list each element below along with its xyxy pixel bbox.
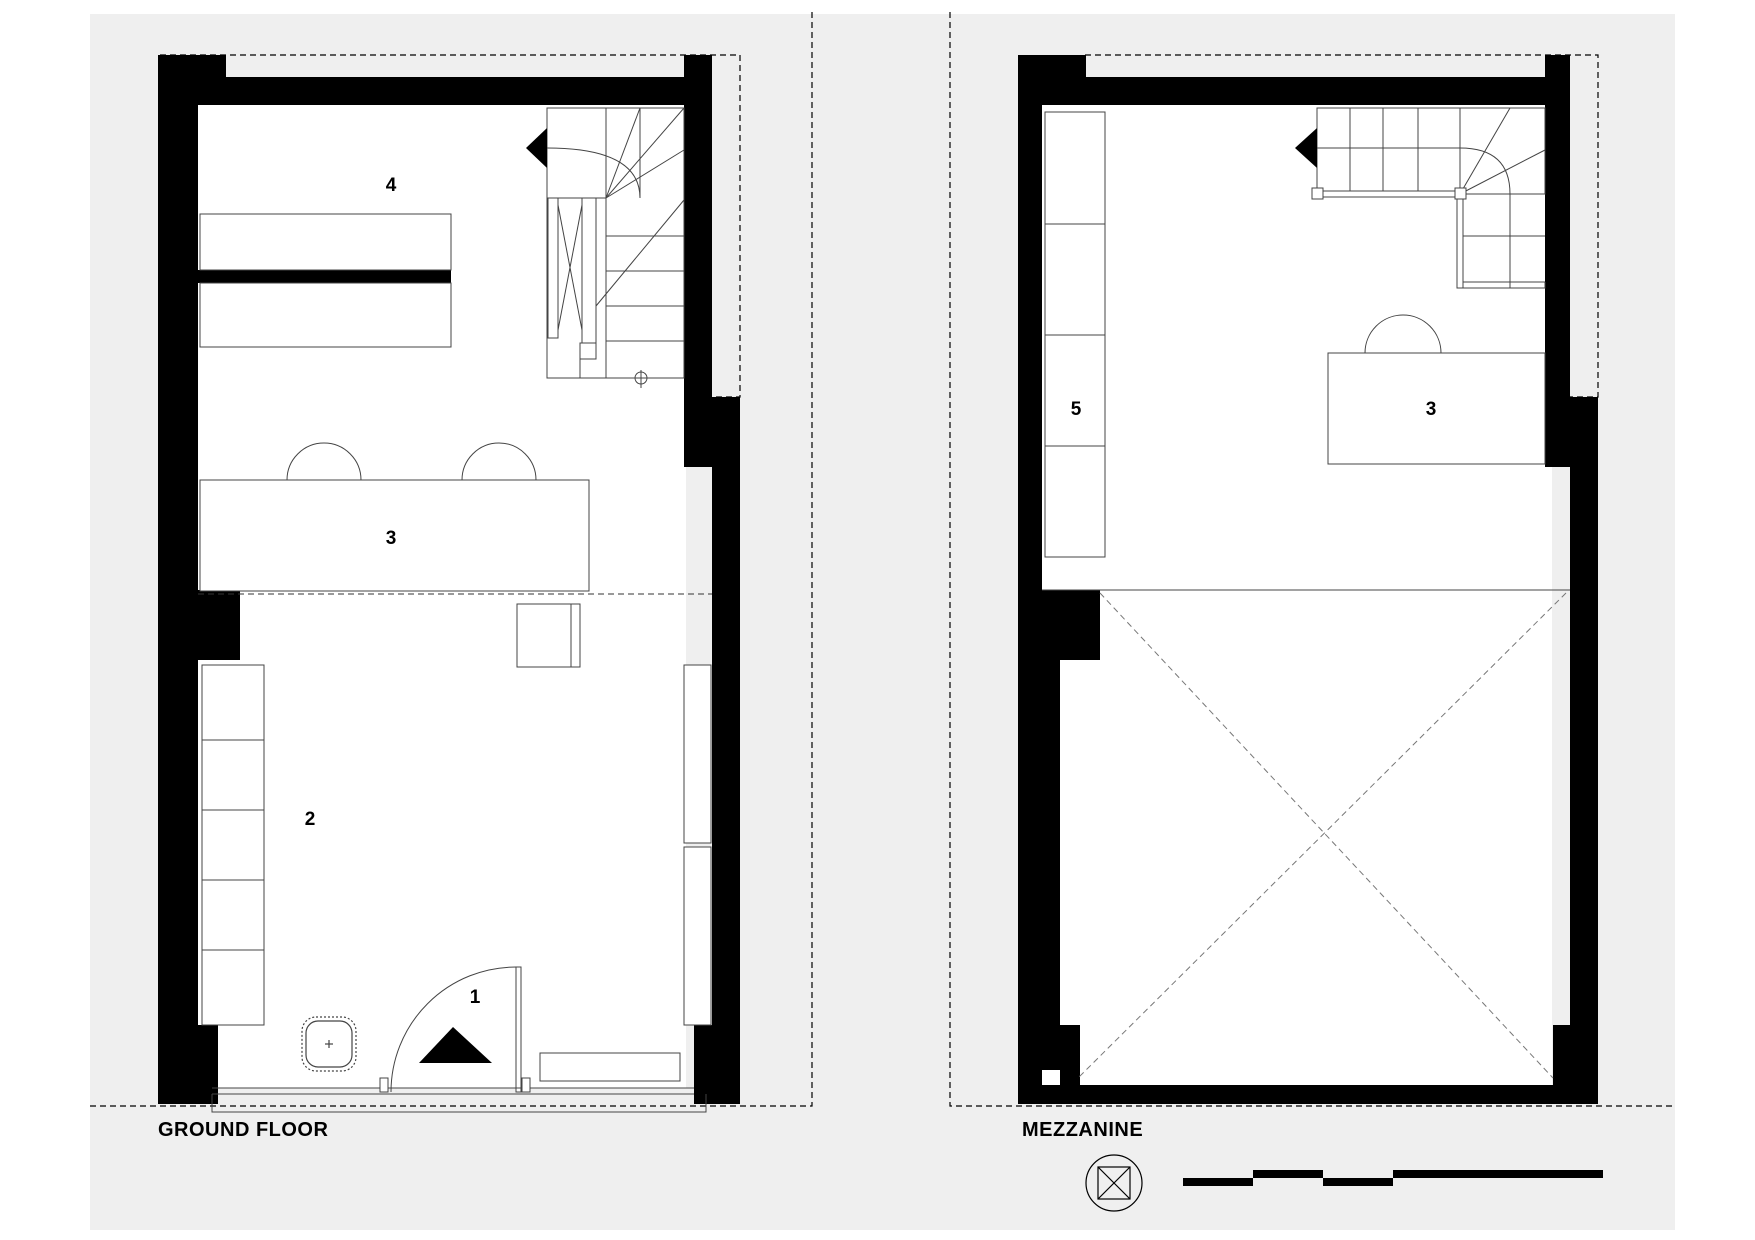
plant-icon: [301, 1016, 357, 1072]
ground-floor-title: GROUND FLOOR: [158, 1119, 328, 1141]
ground-staircase: [546, 107, 685, 388]
mezzanine-title: MEZZANINE: [1022, 1119, 1143, 1141]
ground-floor-plan: 4 3 2 1 GROUND FLOOR: [88, 12, 813, 1141]
ground-floor-walls: [158, 55, 740, 1104]
scale-bar: [1183, 1170, 1603, 1186]
room-number-2: 2: [305, 809, 316, 830]
ground-entry-door: [211, 966, 707, 1113]
mezzanine-plan: 5 3 MEZZANINE: [949, 12, 1675, 1141]
mezzanine-staircase: [1311, 107, 1546, 289]
ground-right-shelves: [683, 664, 712, 1026]
room-number-3: 3: [386, 528, 397, 549]
mezzanine-desk-3: [1327, 314, 1546, 465]
mezzanine-void: [1077, 592, 1567, 1079]
ground-cabinet: [516, 603, 581, 668]
mezzanine-shelving-5: [1044, 111, 1106, 558]
circle-with-cross-icon: [1085, 1154, 1143, 1212]
room-number-5: 5: [1071, 399, 1082, 420]
ground-left-bench: [201, 664, 265, 1026]
ground-counter-3: [199, 442, 590, 592]
mezzanine-walls: [1018, 55, 1598, 1104]
room-number-3-mezzanine: 3: [1426, 399, 1437, 420]
room-number-4: 4: [386, 175, 397, 196]
room-number-1: 1: [470, 987, 481, 1008]
